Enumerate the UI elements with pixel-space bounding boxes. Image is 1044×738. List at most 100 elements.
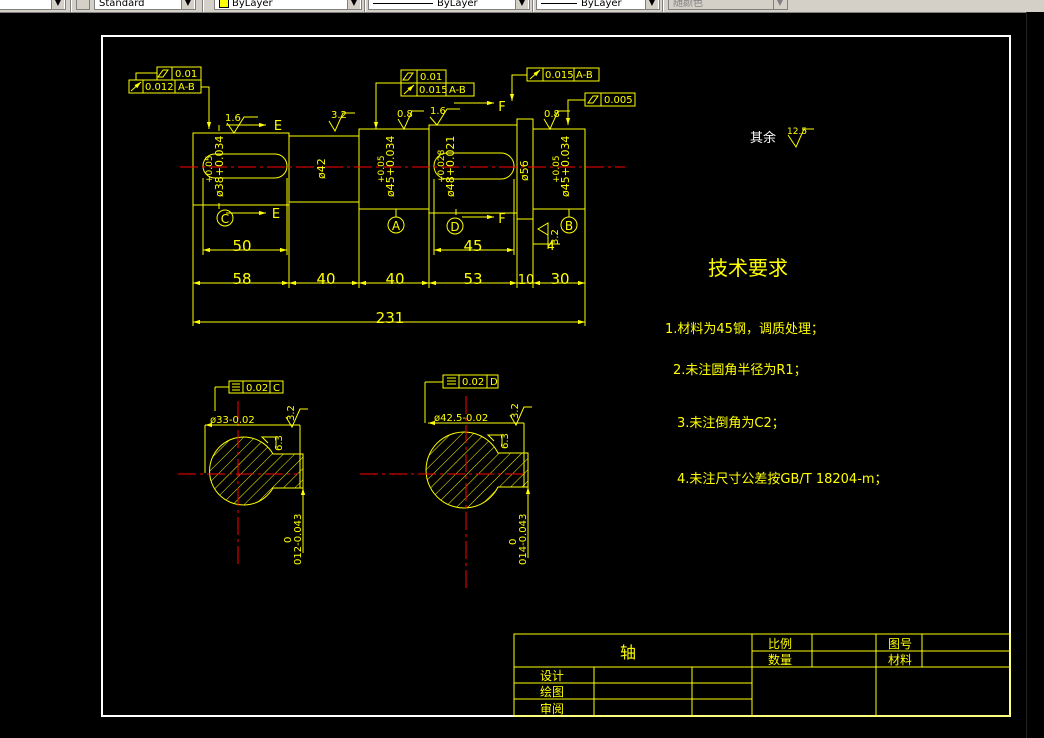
note-3: 3.未注倒角为C2； <box>677 416 785 431</box>
review-label: 审阅 <box>540 701 564 716</box>
roughness-icon <box>328 112 355 133</box>
title-block <box>513 633 1011 717</box>
linetype-dropdown[interactable]: ByLayer▼ <box>368 0 530 10</box>
dim-dia-45b: ø45+0.034 <box>559 136 572 197</box>
text-style-dropdown[interactable]: Standard▼ <box>94 0 196 10</box>
roughness-rest-value: 12.5 <box>787 127 807 137</box>
datum-d: D <box>450 220 459 234</box>
note-2: 2.未注圆角半径为R1； <box>673 363 807 378</box>
chevron-down-icon: ▼ <box>773 0 786 9</box>
tol-2-runout-value: 0.015 <box>419 85 448 96</box>
section-e-top: E <box>274 119 282 134</box>
lineweight-preview-icon <box>541 2 577 4</box>
text-style-icon[interactable] <box>76 0 90 10</box>
section-letters: E E F F C A D B <box>221 100 573 234</box>
lineweight-value: ByLayer <box>581 0 622 9</box>
extension-lines <box>192 178 586 326</box>
shaft-main-view <box>192 118 586 220</box>
vertical-scrollbar[interactable] <box>1026 12 1044 738</box>
tol-2-ref: A-B <box>449 85 466 96</box>
chevron-down-icon: ▼ <box>645 0 658 9</box>
tol-1-runout-value: 0.012 <box>145 82 174 93</box>
datum-a: A <box>392 219 401 233</box>
diameter-labels: ø38+0.034 +0.05 ø42 ø45+0.034 +0.05 ø48+… <box>205 136 572 197</box>
dim-dia-38-tol: +0.05 <box>205 155 215 183</box>
dim-dia-48-tol: +0.028 <box>437 149 447 183</box>
tech-requirements-title: 技术要求 <box>708 256 788 280</box>
dim-45: 45 <box>463 237 482 255</box>
roughness-16a: 1.6 <box>225 113 241 124</box>
section-left-key: 012-0.043 <box>293 514 304 565</box>
tolerance-frames <box>128 66 636 129</box>
quantity-label: 数量 <box>768 652 792 667</box>
section-right-dia: ø42.5-0.02 <box>434 413 488 424</box>
color-swatch-icon <box>219 0 229 8</box>
dim-50: 50 <box>232 237 251 255</box>
rest-roughness-label: 其余 <box>750 130 776 146</box>
roughness-texts: 1.6 3.2 0.8 1.6 0.8 12.5 3.2 <box>225 106 807 245</box>
dim-231: 231 <box>376 309 405 327</box>
title-block-texts: 轴 比例 数量 图号 材料 设计 绘图 审阅 <box>540 637 912 716</box>
part-name: 轴 <box>620 643 636 662</box>
section-right-sym-value: 0.02 <box>462 377 484 388</box>
toolbar-separator <box>364 0 366 12</box>
roughness-icon <box>429 108 460 126</box>
dimension-texts: 58 40 40 53 10 30 231 50 45 4 <box>232 237 569 327</box>
dim-dia-45a-tol: +0.05 <box>377 155 387 183</box>
section-right-key: 014-0.043 <box>518 514 529 565</box>
dim-40b: 40 <box>385 270 404 288</box>
section-view-right <box>360 374 532 591</box>
material-label: 材料 <box>888 653 912 667</box>
roughness-08b: 0.8 <box>544 109 560 120</box>
lineweight-dropdown[interactable]: ByLayer ▼ <box>536 0 660 10</box>
scale-label: 比例 <box>768 637 792 651</box>
cylindricity-icon <box>157 69 169 78</box>
dim-style-dropdown[interactable]: ▼ <box>0 0 66 10</box>
section-right-ref: D <box>490 377 498 388</box>
section-left-rough: 3.2 <box>286 405 297 421</box>
drawing-canvas[interactable]: 58 40 40 53 10 30 231 50 45 4 ø38+0.034 … <box>0 13 1027 738</box>
shaft-segment-6 <box>532 128 586 210</box>
datum-c: C <box>221 212 229 226</box>
note-4: 4.未注尺寸公差按GB/T 18204-m； <box>677 472 888 487</box>
properties-toolbar: ▼ Standard▼ ByLayer▼ ByLayer▼ ByLayer▼ 随… <box>0 0 1044 13</box>
section-left-rough2: 6.3 <box>274 435 285 451</box>
section-view-left <box>178 380 308 565</box>
cylindricity-icon <box>587 95 599 104</box>
roughness-32b: 3.2 <box>550 229 561 245</box>
dim-40a: 40 <box>316 270 335 288</box>
tech-notes: 1.材料为45钢，调质处理； 2.未注圆角半径为R1； 3.未注倒角为C2； 4… <box>665 322 888 487</box>
section-e-bottom: E <box>272 207 280 222</box>
section-right-texts: 0.02 D ø42.5-0.02 014-0.043 0 3.2 6.3 <box>434 377 529 565</box>
dim-dia-38: ø38+0.034 <box>213 136 226 197</box>
toolbar-separator <box>662 0 664 12</box>
tol-2-sym-value: 0.01 <box>420 72 442 83</box>
datum-b: B <box>565 219 573 233</box>
chevron-down-icon: ▼ <box>515 0 528 9</box>
note-1: 1.材料为45钢，调质处理； <box>665 322 824 337</box>
layer-color-dropdown[interactable]: ByLayer▼ <box>214 0 362 10</box>
roughness-32a: 3.2 <box>331 110 347 121</box>
plot-style-dropdown[interactable]: 随颜色 ▼ <box>668 0 788 10</box>
toolbar-separator <box>70 0 72 12</box>
section-left-texts: 0.02 C ø33-0.02 012-0.043 0 3.2 6.3 <box>210 383 304 565</box>
plot-style-value: 随颜色 <box>673 0 703 9</box>
roughness-icon <box>787 128 814 149</box>
runout-icon <box>130 81 142 92</box>
section-right-rough: 3.2 <box>510 403 521 419</box>
dim-10: 10 <box>518 273 535 288</box>
keyway-right <box>433 152 515 180</box>
tol-1-sym-value: 0.01 <box>175 69 197 80</box>
cylindricity-icon <box>402 72 414 81</box>
roughness-16b: 1.6 <box>430 106 446 117</box>
draw-label: 绘图 <box>540 684 564 699</box>
dim-dia-45a: ø45+0.034 <box>384 136 397 197</box>
dimension-lines <box>193 243 585 325</box>
dim-4: 4 <box>547 239 555 253</box>
linetype-preview-icon <box>373 2 433 4</box>
dim-dia-42: ø42 <box>315 158 328 179</box>
toolbar-separator <box>532 0 534 12</box>
dim-dia-56: ø56 <box>518 160 531 181</box>
section-f-bottom: F <box>498 212 505 227</box>
section-left-sym-value: 0.02 <box>246 383 268 394</box>
